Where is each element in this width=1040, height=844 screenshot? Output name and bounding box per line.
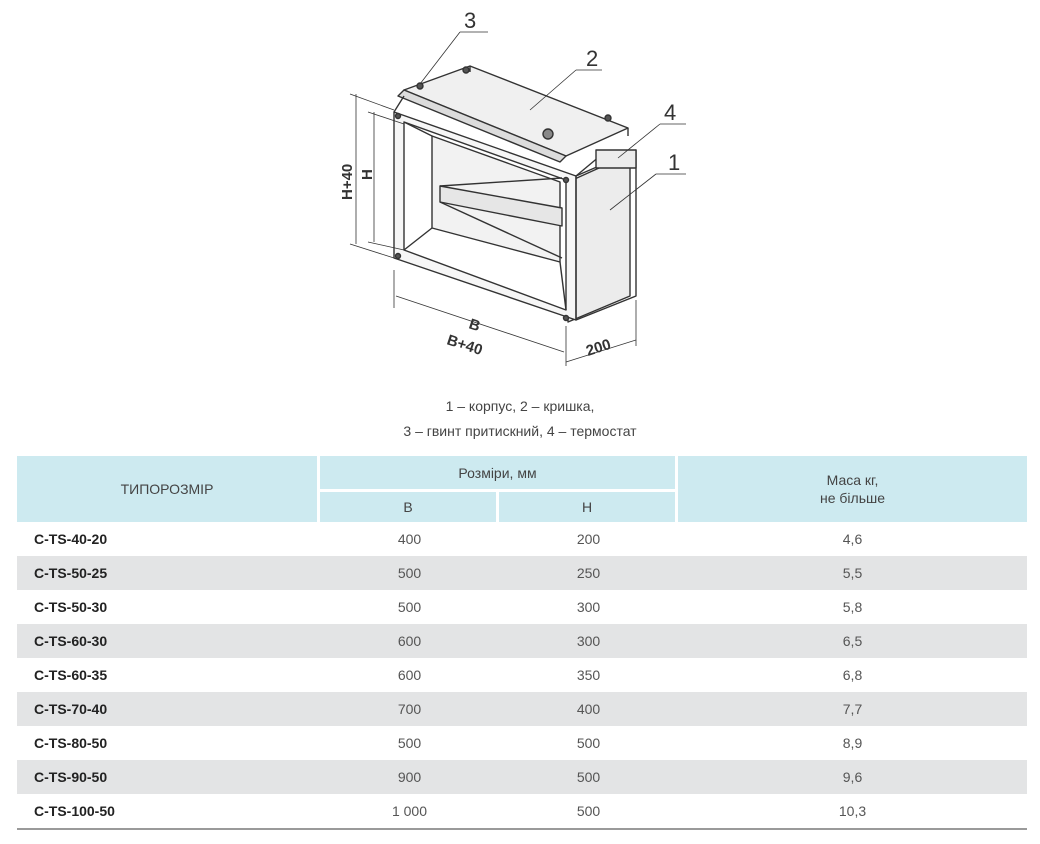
table-row: C-TS-60-30 600 300 6,5 [17,624,1027,658]
cell-b: 500 [397,599,422,615]
cell-b: 600 [320,624,499,658]
cell-h: 500 [499,760,678,794]
header-mass: Маса кг, не більше [678,456,1027,522]
cell-model: C-TS-90-50 [17,760,320,794]
cell-mass: 7,7 [678,692,1027,726]
header-h: H [499,492,678,522]
header-mass-line1: Маса кг, [826,472,879,488]
cell-h: 500 [499,794,678,830]
cell-h: 350 [576,667,601,683]
header-mass-line2: не більше [819,490,886,506]
cell-mass: 5,8 [842,599,863,615]
cell-mass: 4,6 [842,531,863,547]
callout-2: 2 [586,46,598,71]
damper-drawing: 3 2 4 1 H+40 H B B+40 200 [339,8,686,366]
table-row: C-TS-50-25 500 250 5,5 [17,556,1027,590]
cell-h: 300 [576,599,601,615]
dim-height-outer: H+40 [339,164,356,200]
dim-depth: 200 [584,336,613,360]
cell-mass: 10,3 [678,794,1027,830]
dim-width-inner: B [467,316,483,336]
table-row: C-TS-80-50 500 500 8,9 [17,726,1027,760]
table-row: C-TS-40-20 400 200 4,6 [17,522,1027,556]
cell-mass: 6,5 [678,624,1027,658]
cell-model: C-TS-80-50 [34,735,108,751]
callout-4: 4 [664,100,676,125]
cell-h: 500 [576,735,601,751]
cell-b: 500 [397,735,422,751]
cell-mass: 9,6 [678,760,1027,794]
table-row: C-TS-70-40 700 400 7,7 [17,692,1027,726]
cell-model: C-TS-60-35 [34,667,108,683]
cell-h: 400 [499,692,678,726]
header-dimensions: Розміри, мм [320,456,678,492]
cell-b: 700 [320,692,499,726]
cell-b: 900 [320,760,499,794]
table-row: C-TS-90-50 900 500 9,6 [17,760,1027,794]
cell-b: 400 [397,531,422,547]
cell-model: C-TS-40-20 [34,531,108,547]
cell-model: C-TS-50-30 [34,599,108,615]
cell-mass: 5,5 [678,556,1027,590]
cell-model: C-TS-70-40 [17,692,320,726]
dim-width-outer: B+40 [445,332,485,359]
table-row: C-TS-100-50 1 000 500 10,3 [17,794,1027,830]
cell-b: 1 000 [320,794,499,830]
cell-h: 250 [499,556,678,590]
callout-3: 3 [464,8,476,33]
cell-h: 300 [499,624,678,658]
cell-model: C-TS-50-25 [17,556,320,590]
cell-b: 600 [397,667,422,683]
dim-height-inner: H [359,169,376,180]
cell-mass: 8,9 [842,735,863,751]
cell-model: C-TS-60-30 [17,624,320,658]
cell-b: 500 [320,556,499,590]
cell-mass: 6,8 [842,667,863,683]
header-type: ТИПОРОЗМІР [17,456,320,522]
specs-table: ТИПОРОЗМІР Розміри, мм Маса кг, не більш… [17,456,1027,830]
table-row: C-TS-60-35 600 350 6,8 [17,658,1027,692]
cell-model: C-TS-100-50 [17,794,320,830]
cell-h: 200 [576,531,601,547]
caption-line-2: 3 – гвинт притискний, 4 – термостат [403,423,637,439]
callout-1: 1 [668,150,680,175]
caption-line-1: 1 – корпус, 2 – кришка, [445,398,595,414]
table-row: C-TS-50-30 500 300 5,8 [17,590,1027,624]
header-b: B [320,492,499,522]
